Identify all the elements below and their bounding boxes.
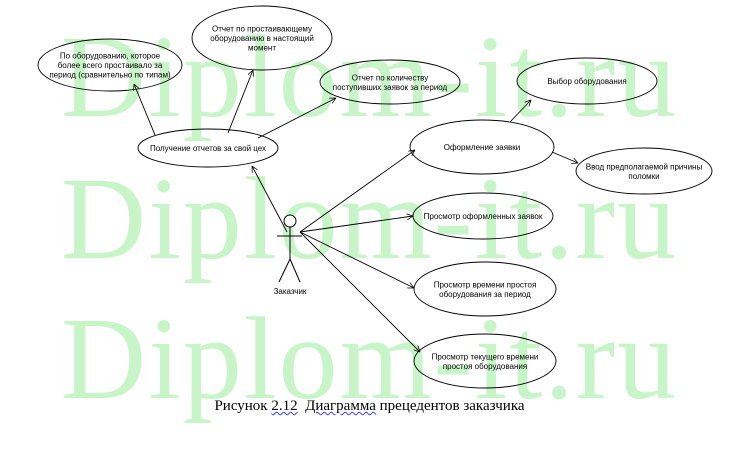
association-actor-view-idle-period — [299, 231, 414, 288]
use-case-ellipse — [575, 147, 713, 195]
use-case-reports[interactable]: Получение отчетов за свой цех — [137, 128, 279, 168]
use-case-label: Выбор оборудования — [547, 77, 626, 86]
use-case-label: Получение отчетов за свой цех — [150, 144, 266, 153]
use-cases: Получение отчетов за свой цех По оборудов… — [37, 5, 713, 389]
use-case-ellipse — [413, 261, 557, 317]
association-actor-reports — [251, 166, 288, 233]
caption-sep — [298, 398, 306, 414]
use-case-view-requests[interactable]: Просмотр оформленных заявок — [412, 192, 554, 240]
use-case-label: более всего простаивало за — [58, 61, 163, 70]
use-case-label: Просмотр оформленных заявок — [424, 212, 543, 221]
use-case-label: простоя оборудования — [443, 362, 527, 371]
use-case-label: Отчет по простаивающему — [212, 25, 312, 34]
association-actor-create-request — [299, 150, 415, 233]
use-case-ellipse — [409, 119, 555, 175]
use-case-label: Ввод предполагаемой причины — [586, 162, 703, 171]
use-case-label: поломки — [628, 172, 659, 181]
caption-number: 2.12 — [271, 398, 298, 414]
actor-left-leg — [278, 258, 291, 283]
extend-reports-current-idle — [227, 70, 253, 134]
use-case-ellipse — [516, 57, 658, 105]
use-case-create-request[interactable]: Оформление заявки — [409, 119, 555, 175]
watermark: Diplom-it.ru — [60, 293, 679, 424]
use-case-ellipse — [413, 333, 557, 389]
extend-reports-most-idle — [134, 84, 156, 136]
use-case-ellipse — [137, 128, 279, 168]
include-create-request-select-equipment — [509, 100, 531, 123]
use-case-label: оборудованию в настоящий — [210, 34, 314, 43]
actor-right-leg — [289, 258, 301, 283]
use-case-ellipse — [37, 38, 183, 92]
watermark: Diplom-it.ru — [60, 153, 679, 284]
use-case-label: период (сравнительно по типам) — [49, 71, 171, 80]
actor-head — [283, 214, 297, 228]
use-case-label: оборудования за период — [439, 290, 531, 299]
include-create-request-enter-reason — [551, 151, 578, 163]
use-case-label: Оформление заявки — [444, 143, 521, 152]
use-case-label: Просмотр текущего времени — [432, 352, 539, 361]
association-actor-view-requests — [299, 216, 413, 233]
caption-rest: прецедентов заказчика — [375, 398, 525, 414]
association-actor-view-idle-current — [299, 231, 420, 352]
watermark: Diplom-it.ru — [60, 11, 679, 142]
use-case-label: По оборудованию, которое — [60, 52, 161, 61]
use-case-ellipse — [319, 59, 461, 105]
extend-reports-requests-count — [257, 97, 336, 139]
use-case-label: Просмотр времени простоя — [434, 280, 537, 289]
connectors — [134, 70, 578, 352]
caption-word: Диаграмма — [305, 398, 376, 414]
use-case-ellipse — [412, 192, 554, 240]
use-case-select-equipment[interactable]: Выбор оборудования — [516, 57, 658, 105]
use-case-label: Отчет по количеству — [352, 73, 428, 82]
actor-label: Заказчик — [274, 287, 307, 296]
caption-prefix: Рисунок — [214, 398, 272, 414]
use-case-ellipse — [191, 5, 333, 71]
actor-customer[interactable] — [277, 214, 302, 283]
figure-caption: Рисунок 2.12 Диаграмма прецедентов заказ… — [0, 398, 739, 415]
use-case-label: момент — [248, 44, 276, 53]
use-case-label: поступивших заявок за период — [333, 83, 448, 92]
